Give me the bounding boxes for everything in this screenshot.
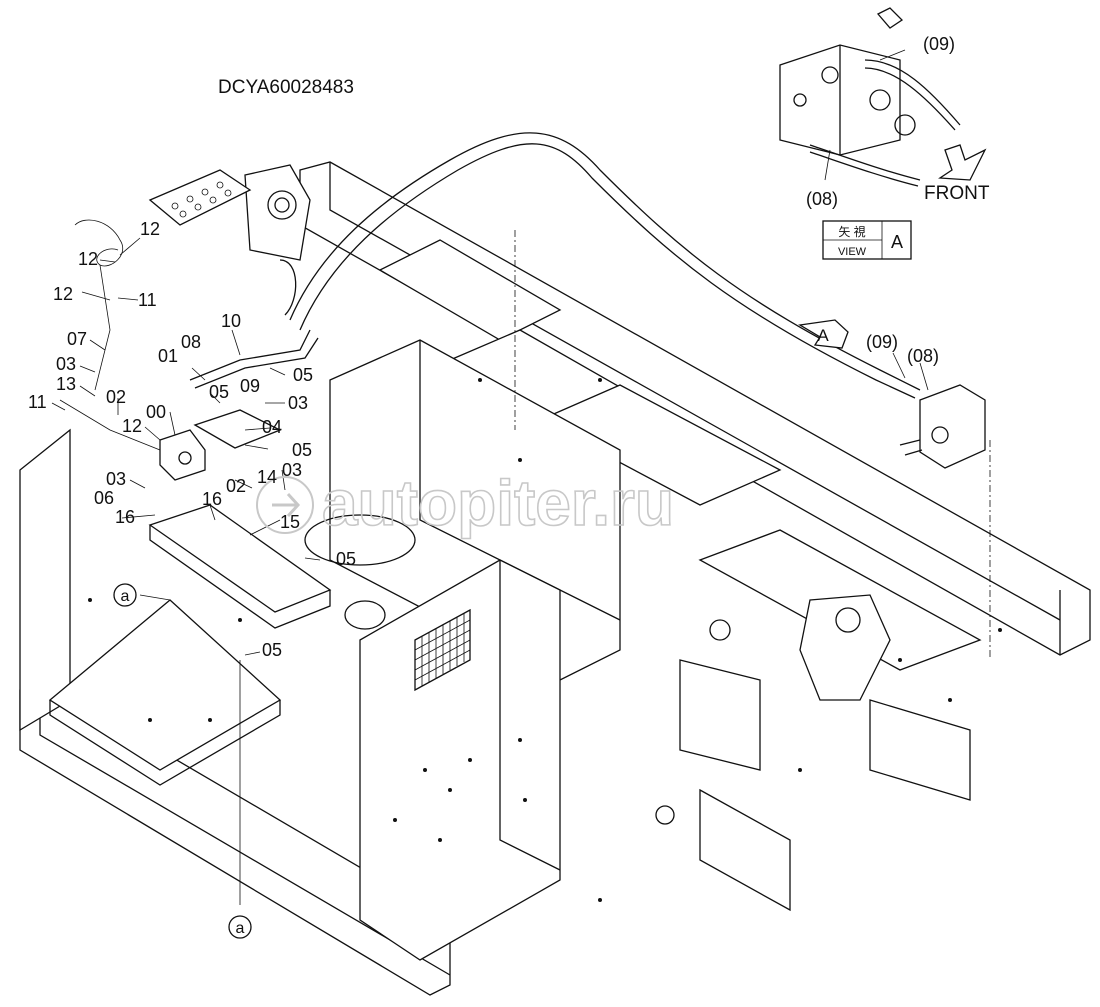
callout-04: 04 [262, 417, 282, 437]
valve-block-main [159, 429, 206, 481]
callout-12-b: 12 [78, 249, 98, 269]
callout-02-b: 02 [226, 476, 246, 496]
callout-11-a: 11 [138, 290, 157, 310]
callout-16-b: 16 [202, 489, 222, 509]
callout-12-d: 12 [122, 416, 142, 436]
callout-09-main: (09) [866, 332, 898, 352]
callout-00: 00 [146, 402, 166, 422]
view-box-kanji: 矢 視 [838, 224, 865, 239]
callout-03-d: 03 [282, 460, 302, 480]
callout-03-b: 03 [106, 469, 126, 489]
callout-11-b: 11 [28, 392, 47, 412]
callout-10: 10 [221, 311, 241, 331]
view-box-letter: A [891, 232, 903, 252]
hose-routing [59, 132, 921, 451]
reference-mark-a-upper: a [113, 583, 137, 607]
svg-text:a: a [236, 920, 245, 937]
svg-text:a: a [121, 588, 130, 605]
view-marker-arrow: A [798, 319, 849, 349]
front-label: FRONT [924, 183, 990, 204]
callout-labels: 12 12 12 11 07 03 13 11 02 12 00 03 06 1… [28, 34, 955, 660]
callout-05-c: 05 [292, 440, 312, 460]
callout-09-inset: (09) [923, 34, 955, 54]
callout-08-inset: (08) [806, 189, 838, 209]
callout-15: 15 [280, 512, 300, 532]
callout-01: 01 [158, 346, 178, 366]
callout-08: 08 [181, 332, 201, 352]
watermark: autopiter.ru [256, 466, 675, 540]
bracket-plate [148, 409, 332, 629]
callout-12-a: 12 [140, 219, 160, 239]
front-arrow [938, 144, 987, 181]
callout-07: 07 [67, 329, 87, 349]
view-box-view: VIEW [838, 246, 867, 258]
callout-03-c: 03 [288, 393, 308, 413]
watermark-text: autopiter.ru [322, 467, 674, 539]
view-marker-letter: A [817, 326, 829, 345]
view-a-label-box: 矢 視 VIEW A [822, 220, 912, 260]
callout-08-main: (08) [907, 346, 939, 366]
callout-09: 09 [240, 376, 260, 396]
callout-05-a: 05 [209, 382, 229, 402]
callout-05-d: 05 [336, 549, 356, 569]
callout-03-a: 03 [56, 354, 76, 374]
callout-13: 13 [56, 374, 76, 394]
center-lines [514, 230, 991, 660]
reference-mark-a-lower: a [228, 915, 252, 939]
callout-05-e: 05 [262, 640, 282, 660]
grille [414, 608, 471, 692]
callout-02-a: 02 [106, 387, 126, 407]
drawing-code: DCYA60028483 [218, 77, 354, 98]
callout-06: 06 [94, 488, 114, 508]
callout-12-c: 12 [53, 284, 73, 304]
inset-view-a [779, 7, 987, 187]
callout-05-b: 05 [293, 365, 313, 385]
callout-14: 14 [257, 467, 277, 487]
callout-16-a: 16 [115, 507, 135, 527]
valve-block-right [899, 384, 986, 469]
leader-lines [51, 49, 929, 905]
frame-line-art [19, 161, 1091, 996]
